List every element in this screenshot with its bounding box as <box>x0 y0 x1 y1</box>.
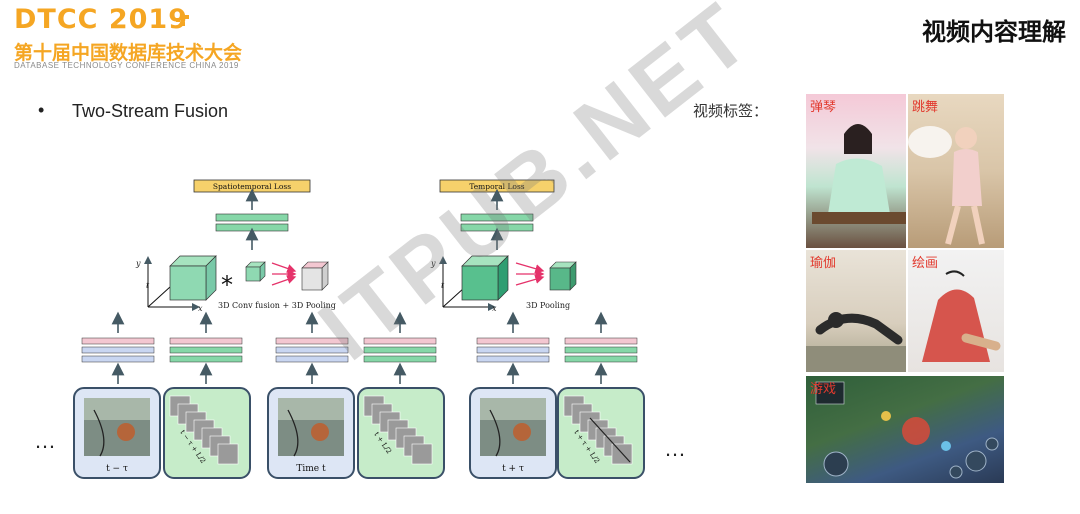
yoga-image <box>806 312 906 372</box>
svg-text:t: t <box>441 281 445 290</box>
conference-logo-chinese: 第十届中国数据库技术大会 <box>14 42 243 64</box>
svg-text:y: y <box>430 259 436 268</box>
tag-photo-gaming: 游戏 <box>806 376 1004 483</box>
temporal-pooling-arrows <box>515 262 545 286</box>
fusion-cube-large <box>169 255 217 301</box>
svg-text:t: t <box>146 281 150 290</box>
layer-stacks <box>81 337 638 363</box>
svg-text:x: x <box>492 304 497 313</box>
spatiotemporal-loss-label: Spatiotemporal Loss <box>213 182 291 191</box>
frame-caption-2: Time t <box>296 464 326 474</box>
painting-image <box>922 270 1001 362</box>
tag-photo-yoga: 瑜伽 <box>806 250 906 372</box>
pooling-arrows <box>271 262 297 286</box>
tag-photo-piano: 弹琴 <box>806 94 906 248</box>
bullet-marker: • <box>38 100 45 120</box>
conference-logo-english: DATABASE TECHNOLOGY CONFERENCE CHINA 201… <box>14 61 239 70</box>
tag-label-gaming: 游戏 <box>810 382 837 397</box>
conference-logo-title: DTCC 2019 <box>14 4 189 35</box>
temporal-stack-3 <box>564 337 638 363</box>
spatial-stack-3 <box>476 337 550 363</box>
temporal-pooled-cube <box>549 261 577 291</box>
spatial-stack-1 <box>81 337 155 363</box>
temporal-axes: y t x <box>430 256 497 313</box>
fusion-fc-layers <box>215 213 289 232</box>
page-title: 视频内容理解 <box>922 18 1066 46</box>
fusion-axes: y t x <box>135 256 203 313</box>
pooling-caption: 3D Pooling <box>526 301 570 310</box>
two-stream-fusion-diagram: Spatiotemporal Loss Temporal Loss y t x … <box>34 179 688 479</box>
tag-photo-painting: 绘画 <box>908 250 1004 372</box>
svg-text:x: x <box>198 304 203 313</box>
logo-dots-icon <box>176 15 189 26</box>
tag-label-dance: 跳舞 <box>912 100 939 115</box>
convolution-symbol: * <box>221 271 233 299</box>
temporal-cube-large <box>461 255 509 301</box>
tag-label-yoga: 瑜伽 <box>810 256 837 271</box>
svg-text:y: y <box>135 259 141 268</box>
dancer-image <box>908 126 985 245</box>
ellipsis-left: … <box>34 428 58 453</box>
flow-stack-2: t + L/2 <box>357 387 445 479</box>
flow-stack-1: t − τ + L/2 <box>163 387 251 479</box>
game-screen-image <box>815 381 999 479</box>
spatiotemporal-loss-box: Spatiotemporal Loss <box>193 179 311 193</box>
frame-caption-1: t − τ <box>106 464 128 474</box>
video-tags-label: 视频标签： <box>693 102 769 120</box>
spatial-stack-2 <box>275 337 349 363</box>
guzheng-player-image <box>812 124 906 224</box>
fusion-kernel-cube <box>245 261 266 282</box>
frame-caption-3: t + τ <box>502 464 524 474</box>
conv-fusion-caption: 3D Conv fusion + 3D Pooling <box>218 301 336 310</box>
temporal-loss-label: Temporal Loss <box>469 182 524 191</box>
rgb-frame-3: t + τ <box>469 387 557 479</box>
rgb-frame-1: t − τ <box>73 387 161 479</box>
flow-stack-3: t + τ + L/2 <box>557 387 645 479</box>
tag-label-painting: 绘画 <box>912 256 939 271</box>
rgb-frame-2: Time t <box>267 387 355 479</box>
pooled-cube <box>301 261 329 291</box>
bullet-text: Two-Stream Fusion <box>72 101 229 121</box>
tag-label-piano: 弹琴 <box>810 100 837 115</box>
temporal-stack-2 <box>363 337 437 363</box>
tag-photo-dance: 跳舞 <box>908 94 1004 248</box>
temporal-stack-1 <box>169 337 243 363</box>
ellipsis-right: … <box>664 436 688 461</box>
